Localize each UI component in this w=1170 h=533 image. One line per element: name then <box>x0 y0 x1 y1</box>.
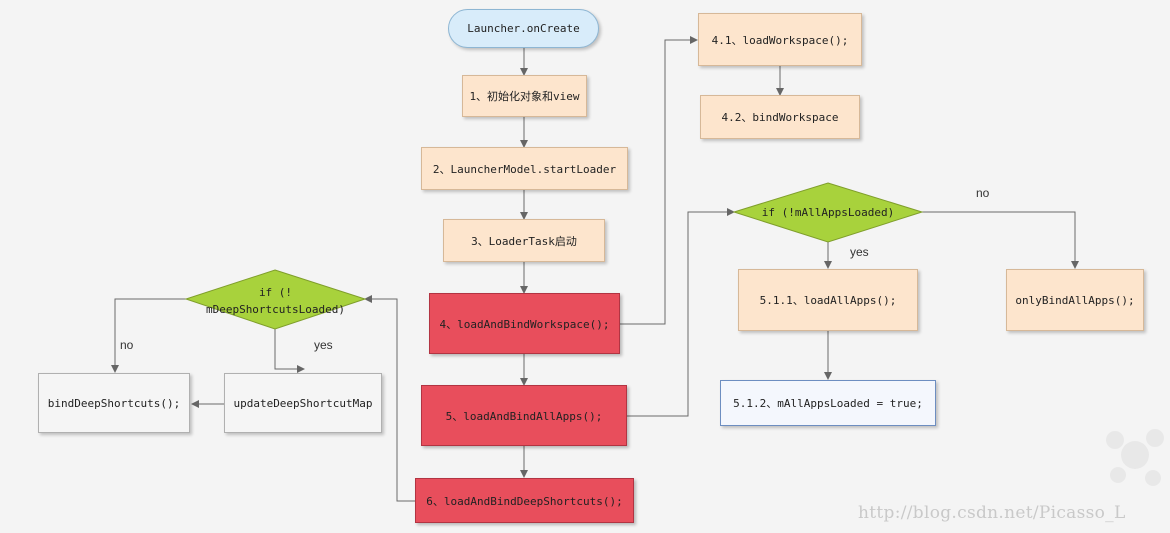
step-bind-deep-shortcuts: bindDeepShortcuts(); <box>38 373 190 433</box>
step-load-bind-all-apps: 5、loadAndBindAllApps(); <box>421 385 627 446</box>
step-update-deep-shortcut-map: updateDeepShortcutMap <box>224 373 382 433</box>
step-load-bind-deep-shortcuts: 6、loadAndBindDeepShortcuts(); <box>415 478 634 523</box>
label-shortcuts-no: no <box>120 338 134 352</box>
edge-step4-step41 <box>620 36 698 325</box>
step-start-loader: 2、LauncherModel.startLoader <box>421 147 628 190</box>
edge-cond-shortcuts-yes <box>274 329 305 373</box>
edge-cond-shortcuts-no <box>111 298 186 373</box>
edge-cond-no <box>922 211 1079 269</box>
step-init-objects: 1、初始化对象和view <box>462 75 587 117</box>
step-load-all-apps: 5.1.1、loadAllApps(); <box>738 269 918 331</box>
label-apps-no: no <box>976 186 990 200</box>
label-apps-yes: yes <box>850 245 869 259</box>
step-set-all-apps-loaded: 5.1.2、mAllAppsLoaded = true; <box>720 380 936 426</box>
decision-deep-shortcuts-loaded <box>184 269 367 330</box>
step-bind-workspace: 4.2、bindWorkspace <box>700 95 860 139</box>
decision-all-apps-text: if (!mAllAppsLoaded) <box>761 206 895 219</box>
edge-step5-cond <box>627 208 735 417</box>
start-node: Launcher.onCreate <box>448 9 599 48</box>
edge-step6-cond <box>364 295 415 502</box>
decision-deep-shortcuts-line1: if (! <box>258 286 293 299</box>
step-load-bind-workspace: 4、loadAndBindWorkspace(); <box>429 293 620 354</box>
step-loader-task: 3、LoaderTask启动 <box>443 219 605 262</box>
watermark-url: http://blog.csdn.net/Picasso_L <box>858 503 1126 523</box>
decision-deep-shortcuts-line2: mDeepShortcutsLoaded) <box>205 303 346 316</box>
step-only-bind-all-apps: onlyBindAllApps(); <box>1006 269 1144 331</box>
label-shortcuts-yes: yes <box>314 338 333 352</box>
decision-deep-shortcuts-text: if (! mDeepShortcutsLoaded) <box>186 284 365 318</box>
watermark-logo <box>1106 429 1164 486</box>
step-load-workspace: 4.1、loadWorkspace(); <box>698 13 862 66</box>
decision-all-apps-loaded <box>732 182 924 243</box>
